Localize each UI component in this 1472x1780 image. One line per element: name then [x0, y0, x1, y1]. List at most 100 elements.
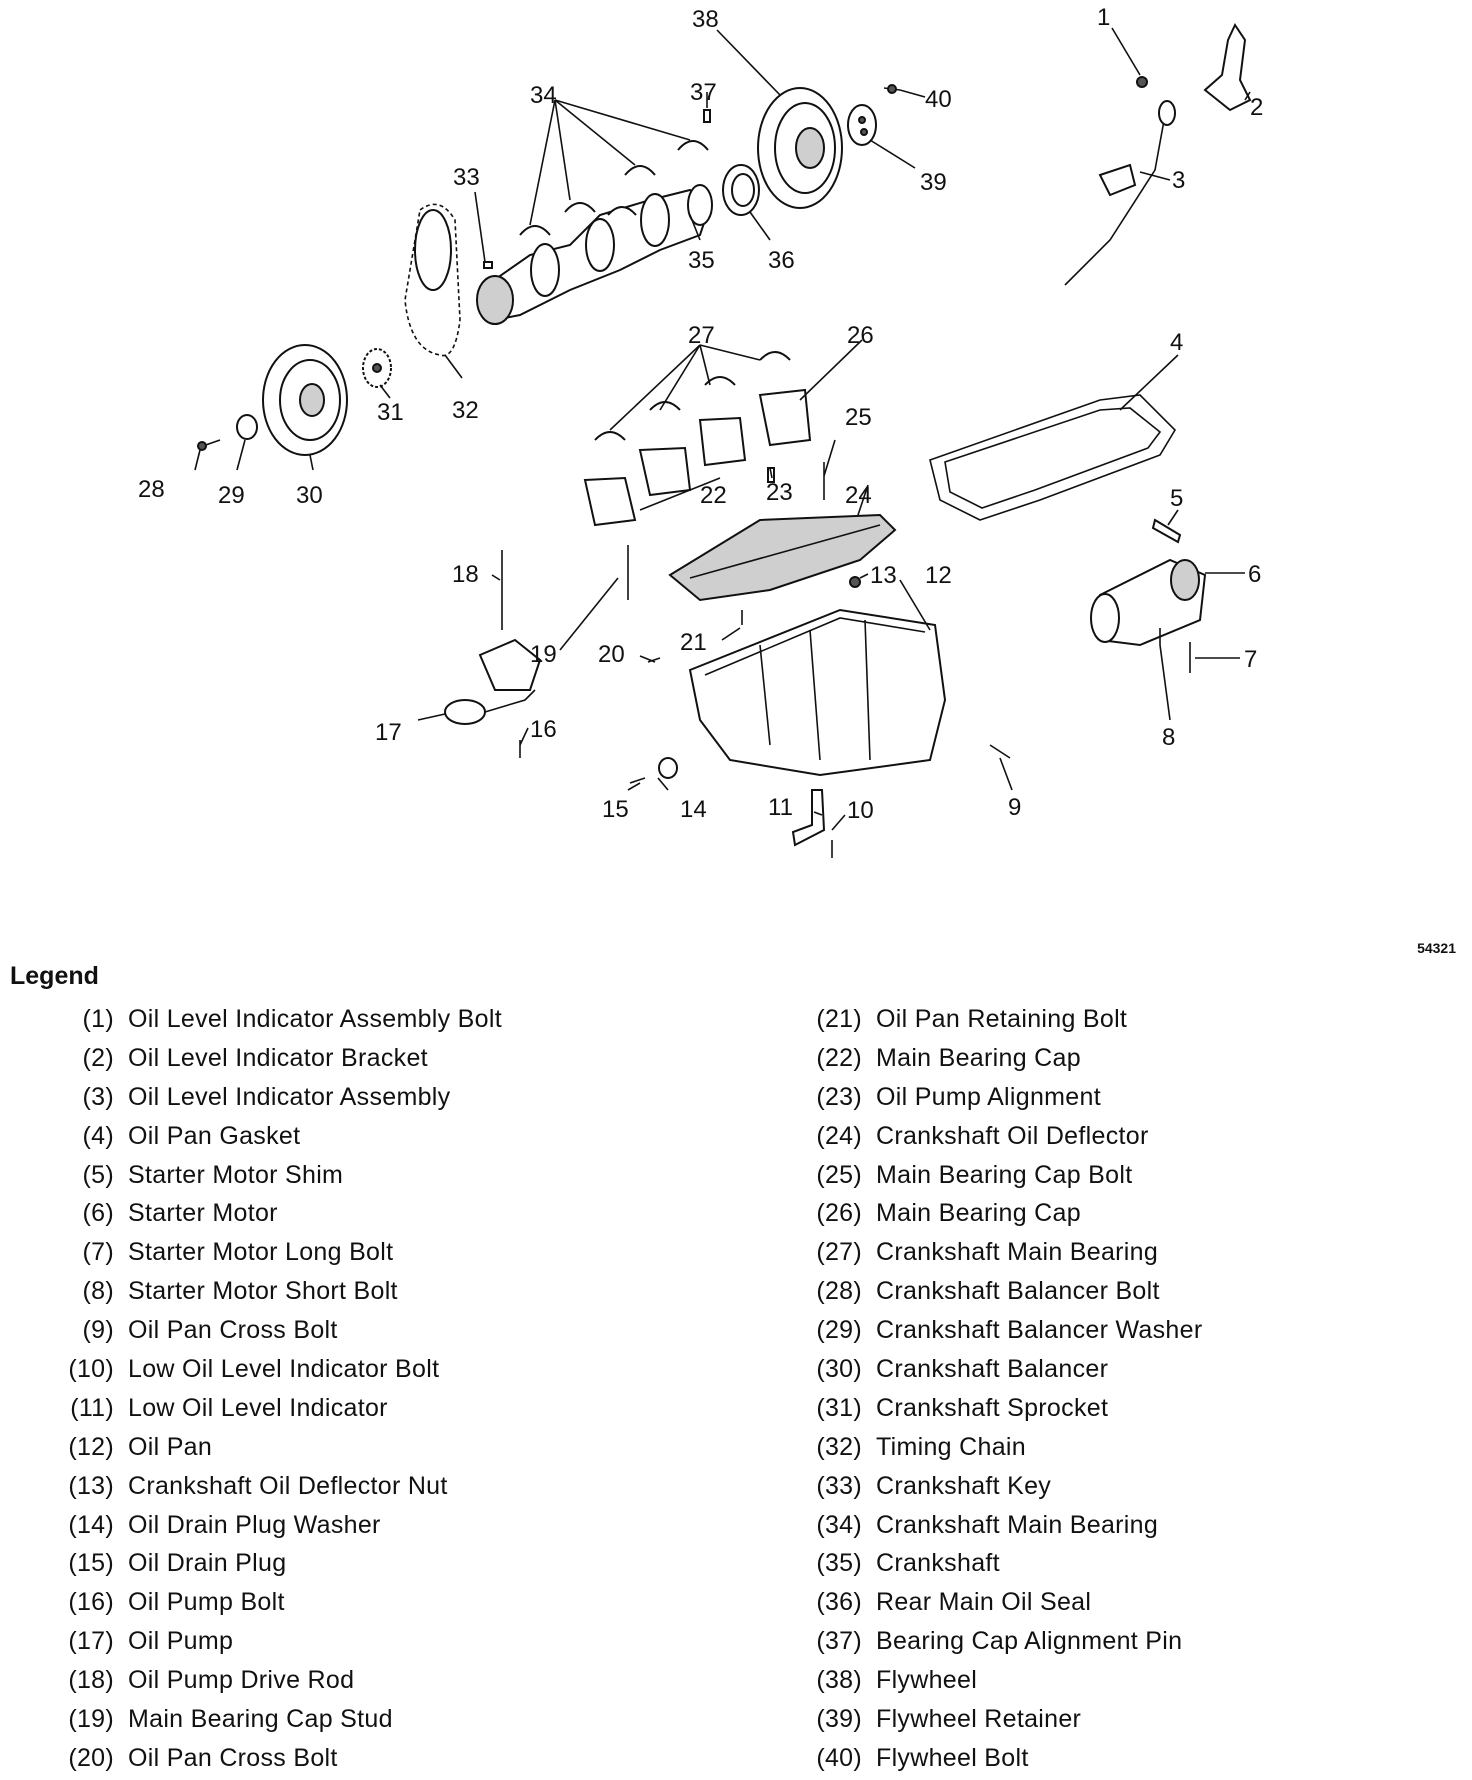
legend-item: (11) Low Oil Level Indicator [52, 1389, 502, 1428]
legend-item: (33)Crankshaft Key [800, 1467, 1202, 1506]
legend-item: (12) Oil Pan [52, 1428, 502, 1467]
crankshaft [476, 184, 713, 325]
flywheel-bolt [883, 84, 901, 94]
legend-item: (25)Main Bearing Cap Bolt [800, 1156, 1202, 1195]
legend-label: Crankshaft Oil Deflector Nut [128, 1471, 448, 1500]
legend-label: Crankshaft [876, 1549, 1000, 1578]
legend-label: Crankshaft Balancer [876, 1354, 1109, 1383]
callout-32: 32 [452, 397, 479, 424]
drain-plug [629, 757, 678, 784]
callout-36: 36 [768, 247, 795, 274]
legend-number: (17) [68, 1627, 114, 1656]
flywheel-retainer [847, 104, 877, 146]
callout-2: 2 [1250, 94, 1263, 121]
callout-5: 5 [1170, 485, 1183, 512]
legend-number: (4) [82, 1121, 114, 1150]
legend-column-right: (21)Oil Pan Retaining Bolt (22)Main Bear… [800, 1000, 1202, 1778]
legend-item: (16) Oil Pump Bolt [52, 1583, 502, 1622]
exploded-engine-diagram: 1 2 3 4 5 6 7 8 9 10 11 12 13 14 15 16 1… [138, 4, 1263, 858]
legend-item: (15) Oil Drain Plug [52, 1544, 502, 1583]
callout-34: 34 [530, 82, 557, 109]
callout-13: 13 [870, 562, 897, 589]
legend-label: Main Bearing Cap Stud [128, 1704, 393, 1733]
callout-12: 12 [925, 562, 952, 589]
legend-label: Main Bearing Cap [876, 1199, 1081, 1228]
legend-number: (23) [816, 1082, 862, 1111]
legend-item: (4)Oil Pan Gasket [52, 1117, 502, 1156]
crankshaft-key [483, 261, 493, 269]
balancer-washer [236, 414, 258, 440]
legend-item: (28)Crankshaft Balancer Bolt [800, 1272, 1202, 1311]
callout-23: 23 [766, 479, 793, 506]
legend-item: (13)Crankshaft Oil Deflector Nut [52, 1467, 502, 1506]
legend-label: Oil Pan [128, 1432, 213, 1461]
callout-8: 8 [1162, 724, 1175, 751]
legend-number: (15) [68, 1549, 114, 1578]
legend-label: Oil Level Indicator Assembly [128, 1082, 451, 1111]
callout-14: 14 [680, 796, 707, 823]
legend-item: (17) Oil Pump [52, 1622, 502, 1661]
legend-number: (16) [68, 1588, 114, 1617]
legend-item: (35)Crankshaft [800, 1544, 1202, 1583]
legend-number: (2) [82, 1043, 114, 1072]
legend-item: (14)Oil Drain Plug Washer [52, 1506, 502, 1545]
legend-number: (12) [68, 1432, 114, 1461]
legend-number: (26) [816, 1199, 862, 1228]
legend-label: Crankshaft Main Bearing [876, 1510, 1159, 1539]
deflector-nut [849, 576, 861, 588]
legend-label: Main Bearing Cap [876, 1043, 1081, 1072]
legend-label: Flywheel [876, 1666, 978, 1695]
legend-item: (21)Oil Pan Retaining Bolt [800, 1000, 1202, 1039]
callout-numbers: 1 2 3 4 5 6 7 8 9 10 11 12 13 14 15 16 1… [138, 4, 1263, 824]
balancer-bolt [197, 439, 221, 451]
legend-label: Starter Motor Shim [128, 1160, 344, 1189]
legend-number: (11) [70, 1393, 114, 1422]
legend-label: Crankshaft Key [876, 1471, 1052, 1500]
callout-35: 35 [688, 247, 715, 274]
legend-number: (29) [816, 1316, 862, 1345]
legend-label: Oil Pump [128, 1627, 234, 1656]
callout-3: 3 [1172, 167, 1185, 194]
legend-item: (22)Main Bearing Cap [800, 1039, 1202, 1078]
callout-15: 15 [602, 796, 629, 823]
legend-label: Oil Pump Bolt [128, 1588, 285, 1617]
legend-item: (32)Timing Chain [800, 1428, 1202, 1467]
legend-number: (37) [816, 1627, 862, 1656]
callout-38: 38 [692, 6, 719, 33]
callout-39: 39 [920, 169, 947, 196]
legend-label: Oil Pump Alignment [876, 1082, 1101, 1111]
legend-item: (5)Starter Motor Shim [52, 1156, 502, 1195]
legend-item: (40)Flywheel Bolt [800, 1739, 1202, 1778]
legend-label: Flywheel Bolt [876, 1743, 1029, 1772]
low-oil-level-indicator [791, 789, 833, 858]
legend-item: (36)Rear Main Oil Seal [800, 1583, 1202, 1622]
legend-number: (10) [68, 1354, 114, 1383]
legend-label: Crankshaft Balancer Bolt [876, 1277, 1160, 1306]
legend-number: (14) [68, 1510, 114, 1539]
rear-main-oil-seal [722, 164, 760, 216]
legend-number: (8) [82, 1277, 114, 1306]
legend-number: (38) [816, 1666, 862, 1695]
legend-item: (18) Oil Pump Drive Rod [52, 1661, 502, 1700]
legend-item: (3)Oil Level Indicator Assembly [52, 1078, 502, 1117]
callout-20: 20 [598, 641, 625, 668]
legend-item: (38) Flywheel [800, 1661, 1202, 1700]
callout-33: 33 [453, 164, 480, 191]
legend-label: Low Oil Level Indicator [128, 1393, 388, 1422]
oil-pan [688, 608, 947, 777]
legend-label: Oil Pump Drive Rod [128, 1666, 355, 1695]
legend-item: (26) Main Bearing Cap [800, 1194, 1202, 1233]
legend-number: (31) [816, 1393, 862, 1422]
callout-29: 29 [218, 482, 245, 509]
legend-item: (39)Flywheel Retainer [800, 1700, 1202, 1739]
flywheel [757, 87, 843, 209]
callout-7: 7 [1244, 646, 1257, 673]
legend-label: Oil Drain Plug [128, 1549, 287, 1578]
legend-label: Timing Chain [876, 1432, 1026, 1461]
crankshaft-oil-deflector [668, 513, 897, 602]
legend-number: (18) [68, 1666, 114, 1695]
legend-number: (9) [82, 1316, 114, 1345]
callout-25: 25 [845, 404, 872, 431]
legend-number: (25) [816, 1160, 862, 1189]
legend-number: (36) [816, 1588, 862, 1617]
